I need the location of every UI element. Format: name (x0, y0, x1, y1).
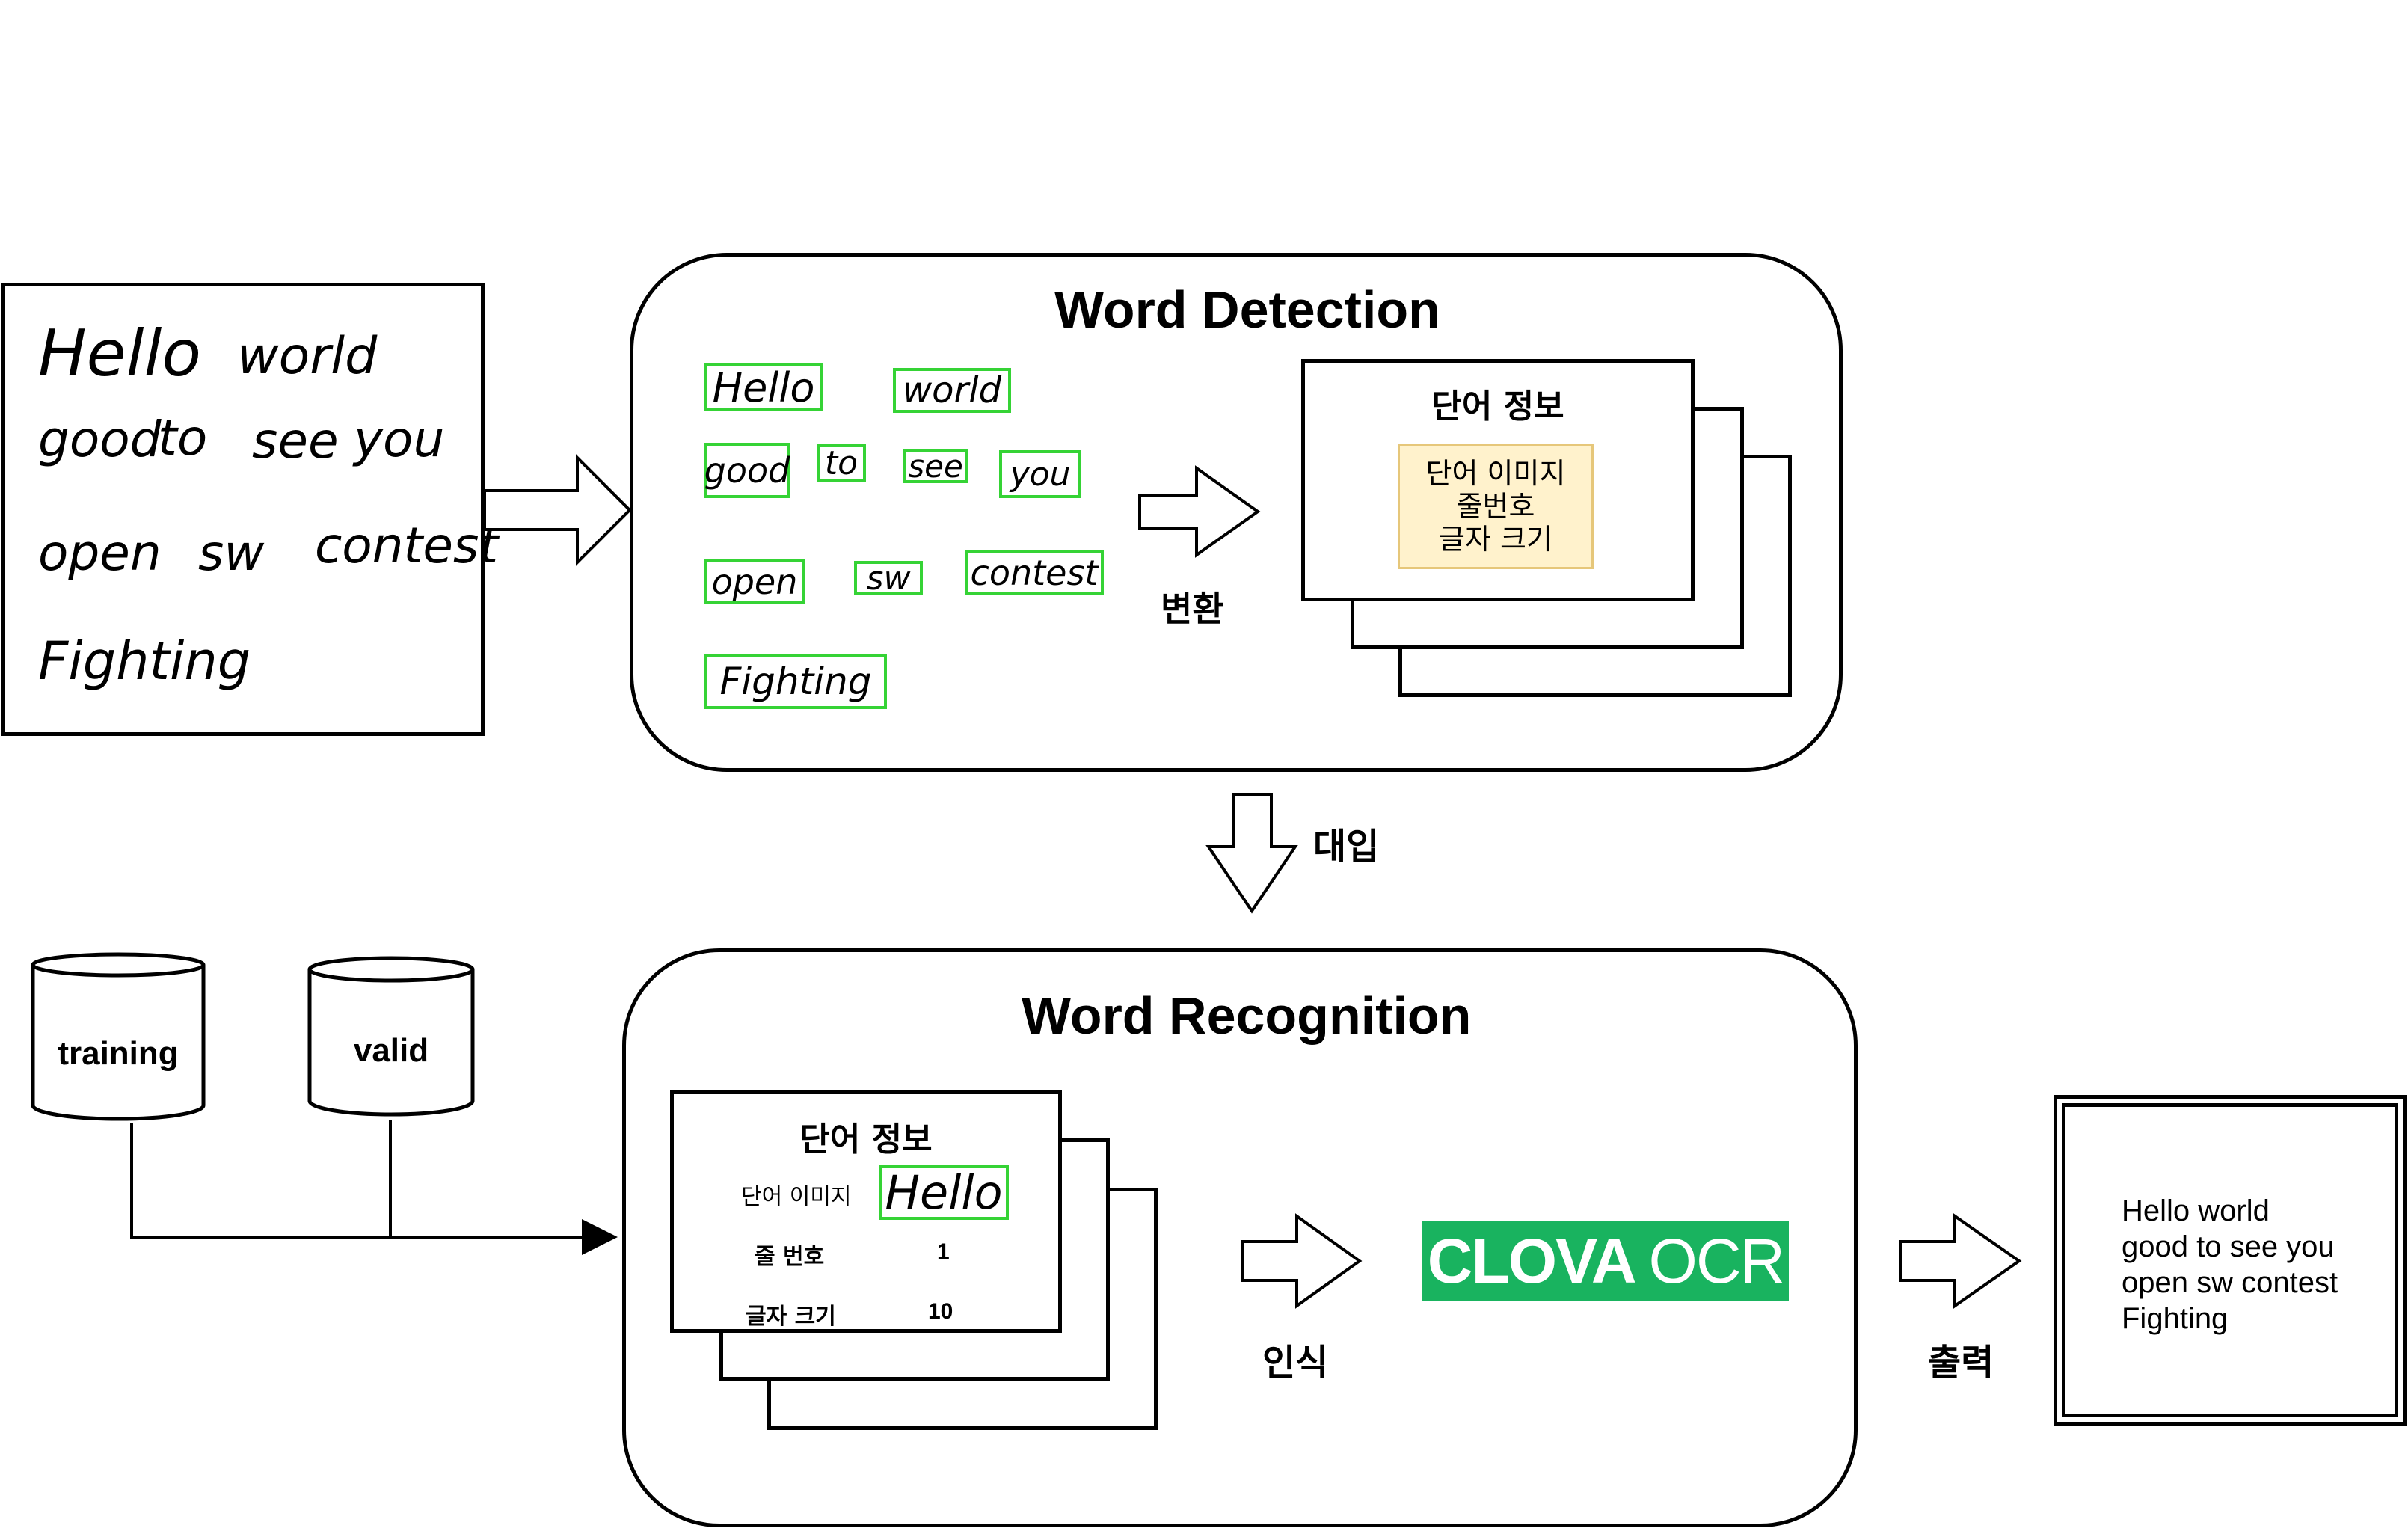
info-row-value: 10 (928, 1299, 953, 1324)
substitute-label: 대입 (1313, 826, 1380, 868)
ocr-logo-text: OCR (1648, 1225, 1786, 1296)
recognize-label: 인식 (1262, 1342, 1329, 1384)
clova-logo-text: CLOVA (1427, 1225, 1637, 1296)
database-label: valid (353, 1032, 429, 1069)
info-row-key: 글자 크기 (746, 1304, 836, 1330)
input-word: good (38, 411, 162, 468)
detected-word-box: see (903, 448, 968, 485)
block-arrow-right (1138, 465, 1261, 558)
input-word: to (158, 409, 208, 467)
input-word: Hello (38, 316, 201, 391)
word-recognition-title: Word Recognition (1022, 987, 1472, 1045)
detected-word-box: good (704, 443, 790, 498)
word-image-preview: Hello (879, 1165, 1009, 1220)
word-info-card-title: 단어 정보 (799, 1120, 933, 1159)
convert-label: 변환 (1161, 589, 1224, 629)
word-info-fields-note: 단어 이미지 줄번호 글자 크기 (1398, 444, 1594, 569)
database-cylinder-icon (31, 952, 206, 1121)
output-text: Hello world good to see you open sw cont… (2122, 1193, 2338, 1337)
input-word: open (38, 524, 162, 582)
input-word: Fighting (38, 630, 251, 692)
info-field-label: 글자 크기 (1439, 523, 1552, 556)
info-row-key: 단어 이미지 (741, 1184, 852, 1210)
word-info-card-title: 단어 정보 (1431, 387, 1564, 426)
database-label: training (58, 1035, 179, 1072)
clova-ocr-logo: CLOVA OCR (1422, 1221, 1789, 1301)
block-arrow-down (1205, 793, 1298, 914)
output-label: 출력 (1928, 1342, 1994, 1384)
database-cylinder-icon (307, 956, 475, 1117)
detected-word-box: world (893, 368, 1011, 413)
detected-word-box: sw (854, 559, 923, 598)
word-detection-title: Word Detection (1054, 280, 1440, 339)
block-arrow-right (1899, 1213, 2022, 1309)
info-row-value: 1 (937, 1239, 950, 1264)
info-row-key: 줄 번호 (755, 1244, 825, 1270)
dataset-connector-line (130, 1123, 618, 1255)
detected-word-box: to (817, 444, 866, 482)
word-info-card: 단어 정보 단어 이미지 Hello 줄 번호 1 글자 크기 10 (670, 1090, 1062, 1333)
output-line: Hello world (2122, 1194, 2270, 1227)
block-arrow-right (483, 454, 632, 566)
output-line: Fighting (2122, 1302, 2229, 1335)
detected-word-box: you (999, 450, 1081, 498)
input-word: sw (198, 524, 265, 582)
output-inner-border (2062, 1103, 2398, 1417)
input-word: contest (315, 517, 499, 574)
detected-word-box: contest (965, 550, 1104, 595)
input-handwriting-image: Hello world good to see you open sw cont… (1, 283, 498, 736)
detected-word-box: open (704, 559, 805, 604)
training-database: training (30, 951, 206, 1123)
info-field-label: 단어 이미지 (1425, 457, 1566, 490)
input-word: you (354, 411, 445, 468)
detected-word-box: Hello (704, 363, 823, 411)
word-info-card: 단어 정보 단어 이미지 줄번호 글자 크기 (1301, 359, 1695, 601)
valid-database: valid (307, 954, 476, 1120)
input-word: see (252, 412, 339, 470)
detected-word-box: Fighting (704, 654, 887, 709)
block-arrow-right (1241, 1213, 1363, 1309)
output-line: good to see you (2122, 1230, 2335, 1263)
output-text-box: Hello world good to see you open sw cont… (2054, 1095, 2407, 1426)
input-word: world (237, 327, 378, 386)
output-line: open sw contest (2122, 1266, 2338, 1299)
info-field-label: 줄번호 (1456, 490, 1535, 523)
